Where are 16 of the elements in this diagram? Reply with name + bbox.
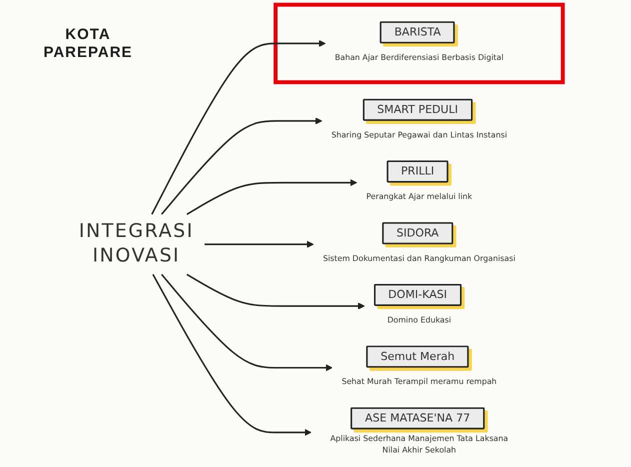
title-label: SMART PEDULI: [362, 98, 472, 122]
arrow: [186, 179, 358, 215]
arrow: [204, 240, 314, 248]
arrow: [161, 117, 322, 215]
title-label: DOMI-KASI: [374, 284, 462, 306]
arrow: [186, 274, 365, 310]
title-label: PRILLI: [386, 160, 448, 183]
arrow: [152, 274, 312, 436]
title-label: BARISTA: [380, 21, 456, 44]
title-label: SIDORA: [382, 222, 453, 244]
arrow: [161, 274, 333, 372]
city-name-text: KOTA PAREPARE: [43, 26, 133, 62]
heading-text: INTEGRASI INOVASI: [78, 219, 195, 268]
arrow: [151, 40, 326, 215]
title-label: ASE MATASE'NA 77: [350, 407, 484, 430]
title-label: Semut Merah: [366, 346, 469, 368]
